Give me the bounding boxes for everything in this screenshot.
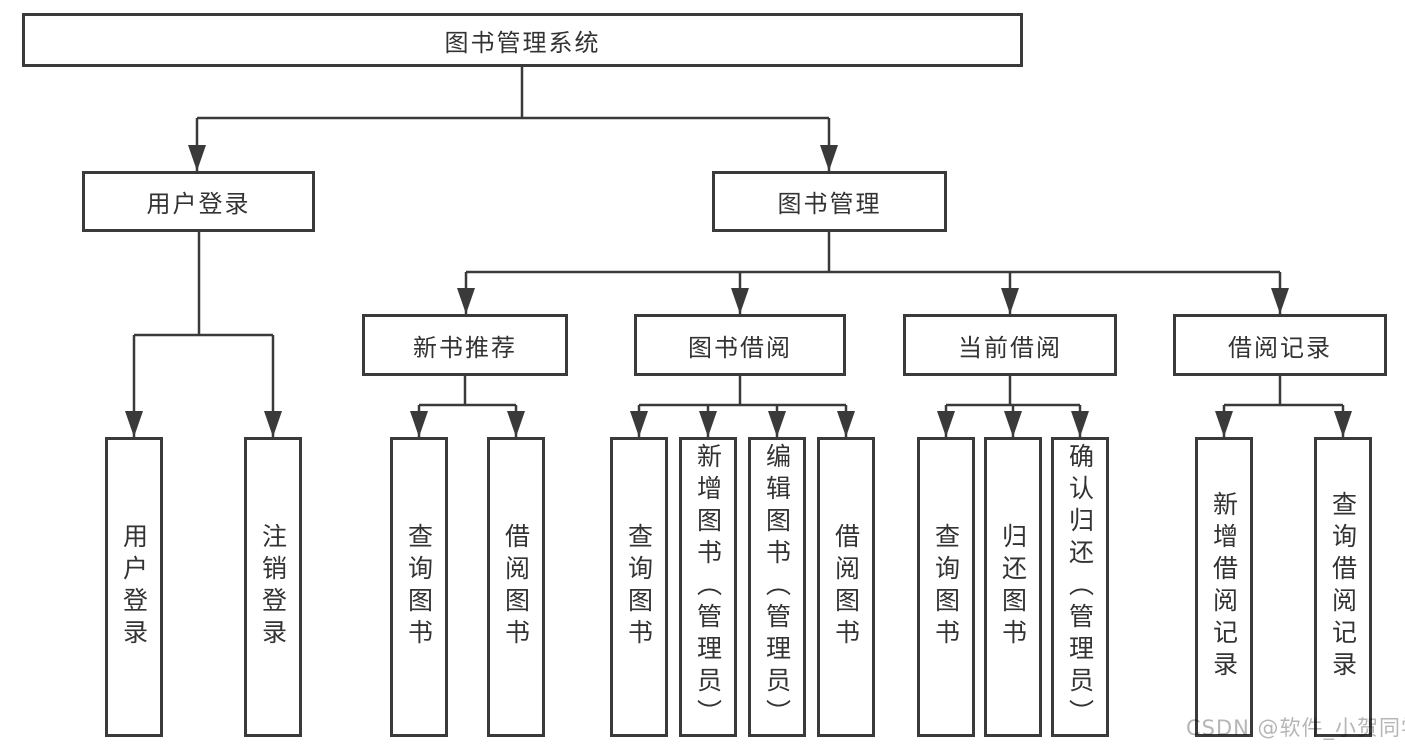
leaf-confirm-return-admin: 确认归还（管理员）	[1051, 437, 1109, 737]
node-book-management: 图书管理	[712, 171, 947, 232]
node-label: 图书借阅	[688, 333, 792, 362]
node-book-management-system: 图书管理系统	[22, 13, 1023, 67]
node-label: 新书推荐	[413, 333, 517, 362]
node-label: 用户登录	[119, 523, 149, 651]
node-label: 用户登录	[146, 190, 251, 218]
node-label: 新增借阅记录	[1209, 491, 1239, 683]
node-label: 图书管理	[777, 190, 882, 218]
leaf-return-books: 归还图书	[984, 437, 1042, 737]
node-new-book-recommend: 新书推荐	[362, 314, 568, 376]
node-label: 查询图书	[931, 523, 961, 651]
leaf-borrow-books: 借阅图书	[817, 437, 875, 737]
leaf-query-books-borrow: 查询图书	[610, 437, 668, 737]
leaf-query-books-current: 查询图书	[917, 437, 975, 737]
node-label: 借阅图书	[501, 523, 531, 651]
node-label: 查询借阅记录	[1328, 491, 1358, 683]
node-label: 借阅记录	[1228, 333, 1332, 362]
node-book-borrowing: 图书借阅	[634, 314, 846, 376]
node-label: 新增图书（管理员）	[693, 443, 723, 731]
node-label: 注销登录	[258, 523, 288, 651]
leaf-query-borrow-record: 查询借阅记录	[1314, 437, 1372, 737]
leaf-query-books-recommend: 查询图书	[390, 437, 448, 737]
node-current-borrowing: 当前借阅	[903, 314, 1117, 376]
node-borrowing-records: 借阅记录	[1173, 314, 1387, 376]
leaf-add-borrow-record: 新增借阅记录	[1195, 437, 1253, 737]
leaf-user-login: 用户登录	[105, 437, 163, 737]
node-label: 当前借阅	[958, 333, 1062, 362]
leaf-add-book-admin: 新增图书（管理员）	[679, 437, 737, 737]
node-label: 归还图书	[998, 523, 1028, 651]
leaf-borrow-books-recommend: 借阅图书	[487, 437, 545, 737]
node-label: 图书管理系统	[444, 28, 601, 57]
node-user-login: 用户登录	[82, 171, 315, 232]
leaf-edit-book-admin: 编辑图书（管理员）	[748, 437, 806, 737]
leaf-logout: 注销登录	[244, 437, 302, 737]
node-label: 查询图书	[404, 523, 434, 651]
node-label: 确认归还（管理员）	[1065, 443, 1095, 731]
node-label: 编辑图书（管理员）	[762, 443, 792, 731]
node-label: 借阅图书	[831, 523, 861, 651]
node-label: 查询图书	[624, 523, 654, 651]
csdn-watermark: CSDN @软件_小贺同学	[1186, 716, 1405, 740]
